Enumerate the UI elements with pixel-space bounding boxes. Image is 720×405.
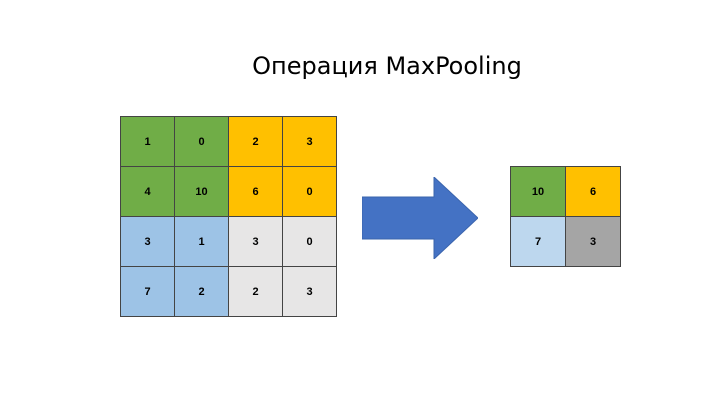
input-cell: 6 — [229, 167, 283, 217]
output-cell: 6 — [566, 167, 621, 217]
slide-title: Операция MaxPooling — [252, 52, 522, 80]
input-cell: 0 — [283, 167, 337, 217]
input-cell: 2 — [229, 117, 283, 167]
input-cell: 4 — [121, 167, 175, 217]
input-cell: 1 — [121, 117, 175, 167]
input-cell: 0 — [175, 117, 229, 167]
output-cell: 7 — [511, 217, 566, 267]
input-cell: 2 — [229, 267, 283, 317]
input-cell: 1 — [175, 217, 229, 267]
input-cell: 3 — [229, 217, 283, 267]
output-cell: 3 — [566, 217, 621, 267]
input-cell: 10 — [175, 167, 229, 217]
input-cell: 0 — [283, 217, 337, 267]
input-cell: 3 — [283, 267, 337, 317]
input-cell: 3 — [283, 117, 337, 167]
input-cell: 3 — [121, 217, 175, 267]
output-cell: 10 — [511, 167, 566, 217]
input-cell: 2 — [175, 267, 229, 317]
right-arrow-icon — [362, 177, 478, 259]
input-cell: 7 — [121, 267, 175, 317]
